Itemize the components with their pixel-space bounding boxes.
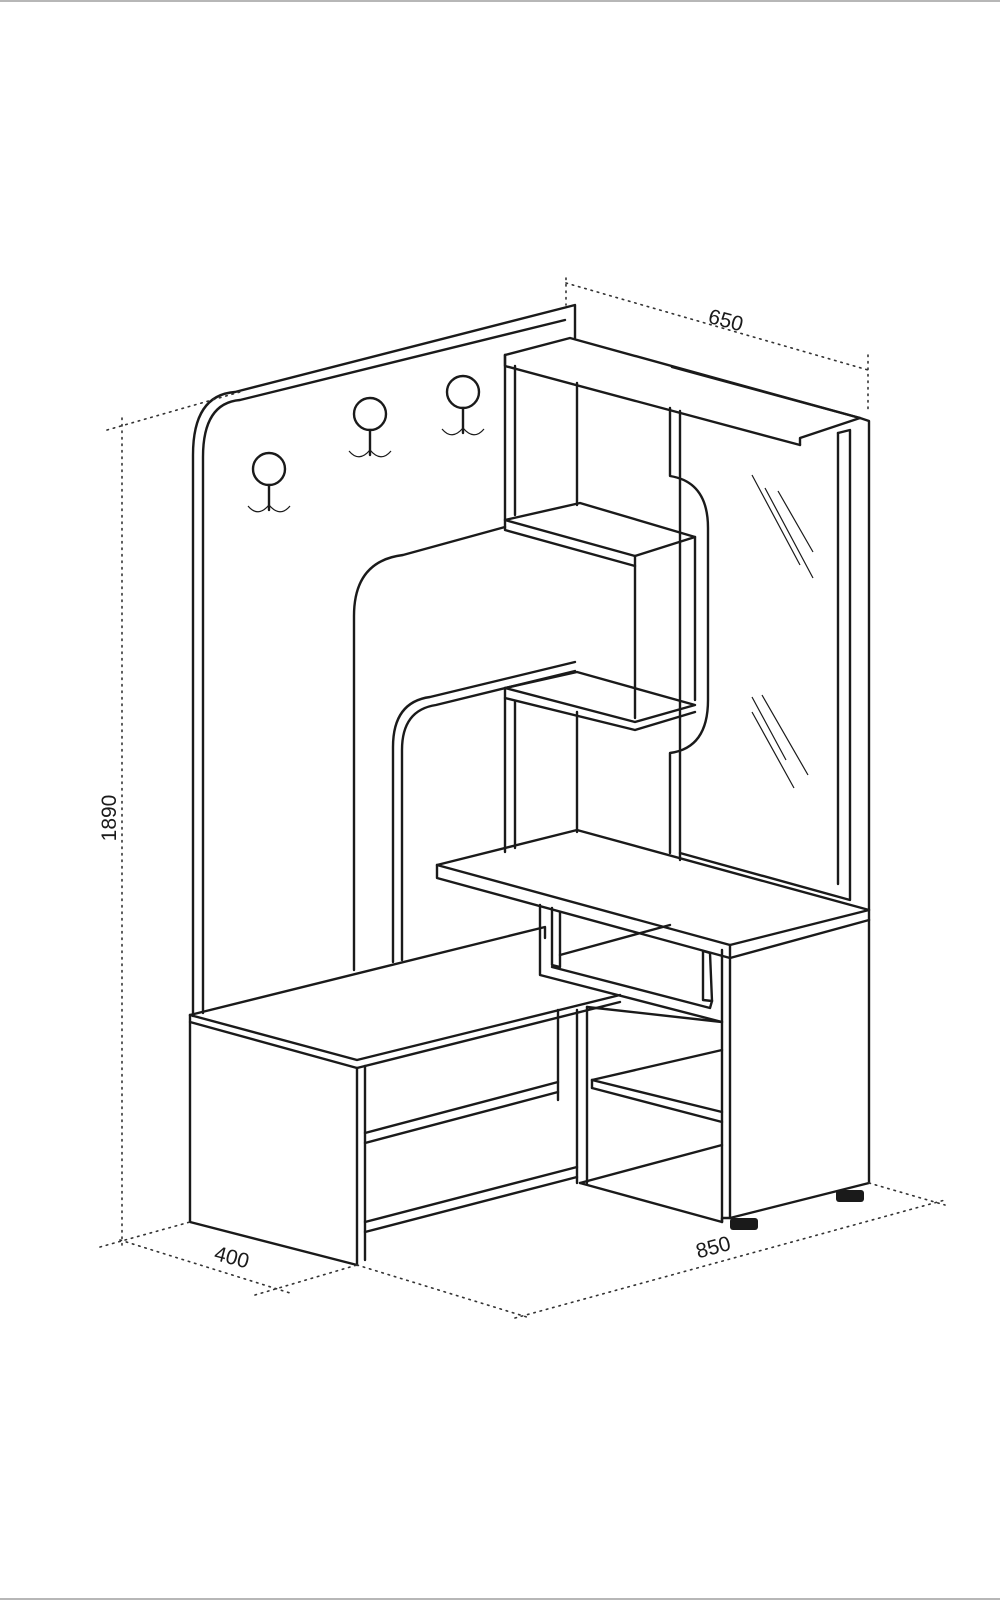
dimension-height: 1890 — [98, 795, 121, 842]
middle-partition-panel — [352, 525, 577, 972]
bottom-border — [0, 1598, 1000, 1600]
upper-shelf-unit — [503, 336, 862, 862]
desk-top — [435, 828, 871, 960]
coat-hook-2 — [348, 396, 392, 458]
dimension-width-bottom: 850 — [693, 1232, 733, 1263]
coat-hook-1 — [247, 451, 291, 513]
desk-drawer — [538, 903, 724, 1024]
back-panel — [191, 303, 577, 1018]
mirror — [678, 416, 871, 912]
coat-hook-3 — [441, 374, 485, 436]
dimension-depth: 400 — [212, 1242, 252, 1273]
dimension-width-top: 650 — [706, 305, 746, 336]
foot-2 — [836, 1190, 864, 1202]
foot-1 — [730, 1218, 758, 1230]
top-border — [0, 0, 1000, 2]
right-cabinet — [575, 918, 871, 1230]
bench — [188, 925, 622, 1267]
dimension-lines — [99, 277, 946, 1319]
